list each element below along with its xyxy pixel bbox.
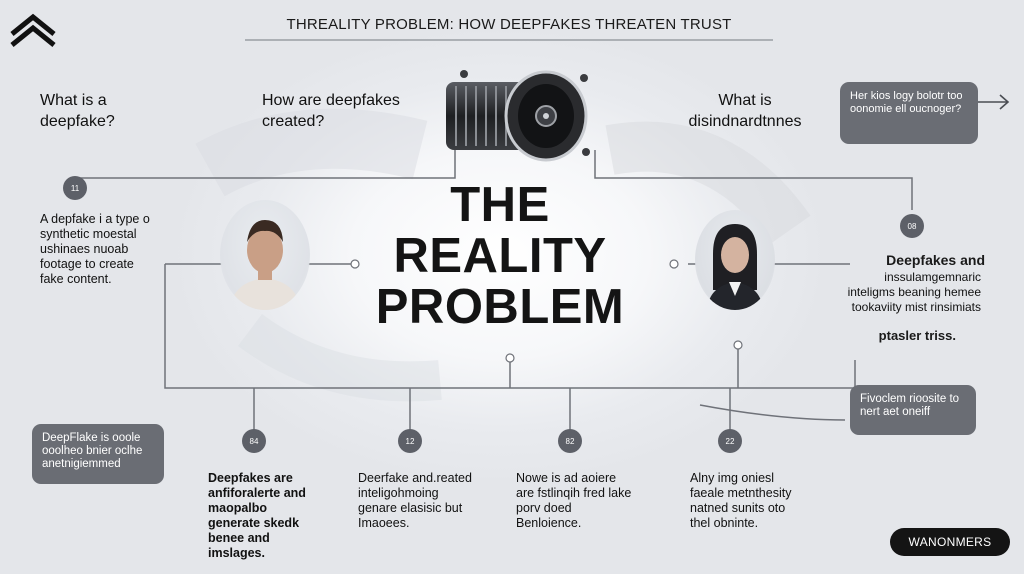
hero-line-2: REALITY	[393, 229, 607, 283]
page-title: THREALITY PROBLEM: HOW DEEPFAKES THREATE…	[286, 16, 732, 33]
woman-avatar-icon	[707, 224, 763, 310]
arrow-right-icon	[978, 94, 1010, 110]
portrait-woman	[695, 210, 775, 310]
step-number-left: 11	[63, 176, 87, 200]
topic-how-created: How are deepfakes created?	[262, 92, 400, 130]
card-top-right: Her kios logy bolotr too oonomie ell ouc…	[840, 82, 978, 144]
man-avatar-icon	[230, 220, 300, 310]
step-number: 22	[718, 429, 742, 453]
right-block-title: Deepfakes and	[886, 252, 985, 268]
left-block-text: A depfake i a type o synthetic moestal u…	[40, 212, 150, 286]
step-text: Deerfake and.reated inteligohmoing genar…	[358, 471, 472, 530]
camera-lens-device-icon	[446, 70, 590, 162]
brand-badge[interactable]: WANONMERS	[890, 528, 1010, 556]
double-chevron-up-icon[interactable]	[8, 12, 58, 48]
step-number-right: 08	[900, 214, 924, 238]
hero-line-3: PROBLEM	[375, 280, 625, 334]
step-number: 84	[242, 429, 266, 453]
step-text: Nowe is ad aoiere are fstlinqih fred lak…	[516, 471, 632, 530]
step-number: 82	[558, 429, 582, 453]
card-left: DeepFlake is ooole ooolheo bnier oclhe a…	[32, 424, 164, 484]
hero-title: THE REALITY PROBLEM	[340, 180, 660, 333]
portrait-man	[220, 200, 310, 310]
topic-disinformation: What is disindnardtnnes	[688, 92, 802, 130]
right-block-text: inssulamgemnaric inteligms beaning hemee…	[847, 270, 981, 314]
right-block-tail: ptasler triss.	[878, 328, 956, 343]
step-text: Deepfakes are anfiforalerte and maopalbo…	[208, 471, 306, 560]
hero-line-1: THE	[450, 178, 550, 232]
topic-what-is-deepfake: What is a deepfake?	[40, 92, 115, 130]
step-number: 12	[398, 429, 422, 453]
card-right: Fivoclem rioosite to nert aet oneiff	[850, 385, 976, 435]
step-text: Alny img oniesl faeale metnthesity natne…	[690, 471, 792, 530]
